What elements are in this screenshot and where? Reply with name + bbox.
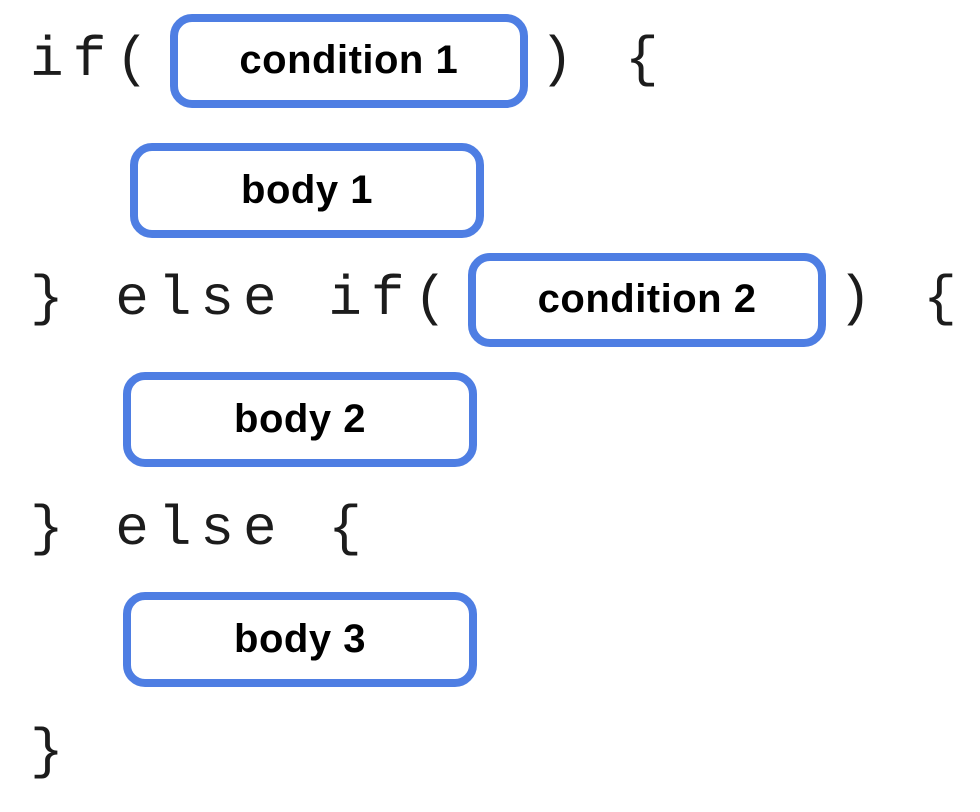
code-text-if-open: if( <box>30 28 158 92</box>
code-text-if-close: ) { <box>539 28 668 92</box>
code-line-if: if( condition 1 ) { <box>30 13 668 108</box>
condition-2-box: condition 2 <box>468 252 827 347</box>
body-2-box: body 2 <box>123 372 477 467</box>
code-line-closing-brace: } <box>30 705 73 800</box>
code-text-else: } else { <box>30 497 371 561</box>
code-line-else: } else { <box>30 482 371 577</box>
body-3-label: body 3 <box>234 617 366 661</box>
code-line-else-if: } else if( condition 2 ) { <box>30 252 966 347</box>
body-3-box: body 3 <box>123 592 477 687</box>
code-text-closing-brace: } <box>30 720 73 784</box>
body-2-label: body 2 <box>234 397 366 441</box>
code-text-else-if-open: } else if( <box>30 267 457 331</box>
condition-1-box: condition 1 <box>169 13 528 108</box>
body-1-label: body 1 <box>241 168 373 212</box>
code-line-body-2: body 2 <box>123 372 477 467</box>
code-text-else-if-close: ) { <box>838 267 966 331</box>
body-1-box: body 1 <box>130 143 484 238</box>
condition-2-label: condition 2 <box>537 277 757 321</box>
code-line-body-1: body 1 <box>130 143 484 238</box>
code-line-body-3: body 3 <box>123 592 477 687</box>
condition-1-label: condition 1 <box>239 38 459 82</box>
